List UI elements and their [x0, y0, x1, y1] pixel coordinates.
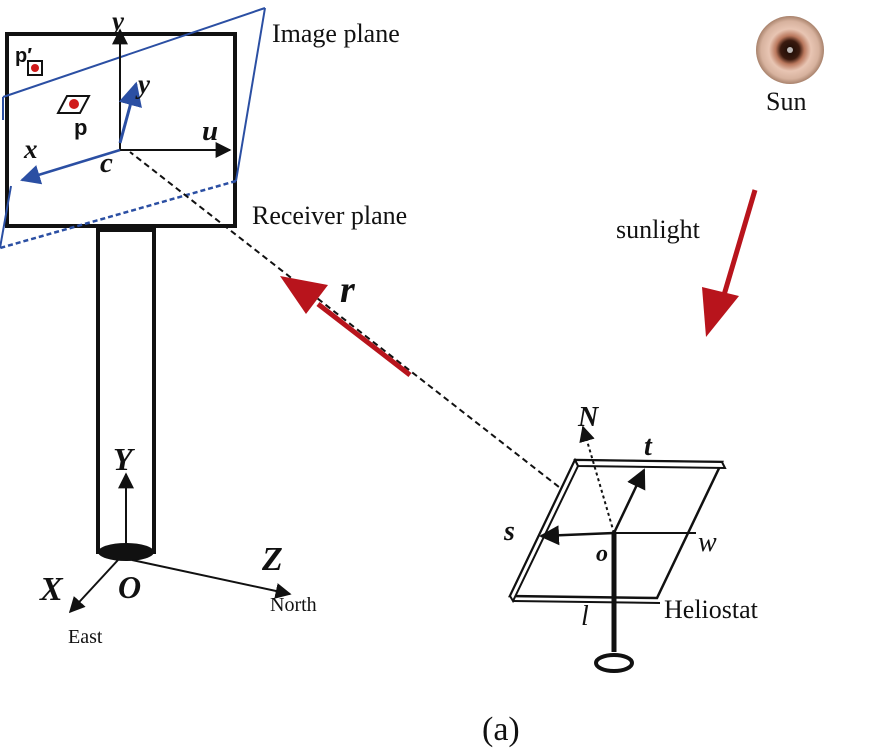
reflected-vector-r [280, 276, 412, 377]
label-east: East [68, 626, 103, 648]
label-heliostat: Heliostat [664, 595, 759, 624]
label-O: O [118, 569, 141, 605]
image-y-axis [118, 81, 142, 144]
heliostat-base [594, 653, 634, 673]
label-receiver-y: y [135, 69, 151, 99]
label-t: t [644, 431, 653, 462]
world-X-axis [68, 559, 119, 614]
label-w: w [698, 527, 717, 558]
image-plane [0, 7, 266, 250]
world-Z-axis [131, 559, 292, 599]
heliostat-mirror [508, 457, 727, 604]
point-p-marker [56, 95, 91, 114]
label-o: o [596, 541, 608, 567]
label-s: s [503, 516, 515, 547]
heliostat-normal-N [579, 425, 615, 534]
label-Y: Y [113, 441, 135, 477]
sun-icon [756, 16, 824, 84]
label-x: x [23, 134, 38, 164]
label-sun: Sun [766, 87, 806, 116]
point-p-prime-marker [27, 60, 43, 76]
label-p: p [74, 115, 87, 140]
label-Z: Z [261, 541, 283, 578]
label-sunlight: sunlight [616, 215, 701, 244]
label-N: N [577, 402, 600, 433]
label-p-prime: p′ [15, 45, 32, 67]
reflected-ray-dashed [129, 151, 615, 531]
label-u: u [202, 115, 218, 147]
label-image-y: y [109, 6, 125, 36]
label-north: North [270, 594, 317, 616]
label-image-plane: Image plane [272, 19, 400, 48]
figure-caption: (a) [482, 711, 520, 748]
label-l: l [581, 601, 589, 632]
sunlight-arrow [702, 189, 758, 337]
heliostat-t-axis [612, 468, 646, 534]
heliostat-center [611, 530, 617, 536]
label-r: r [340, 269, 356, 311]
label-receiver-plane: Receiver plane [252, 201, 407, 230]
label-c: c [100, 147, 113, 179]
heliostat-s-axis [539, 525, 615, 546]
label-X: X [39, 571, 64, 608]
image-x-axis [20, 148, 121, 185]
